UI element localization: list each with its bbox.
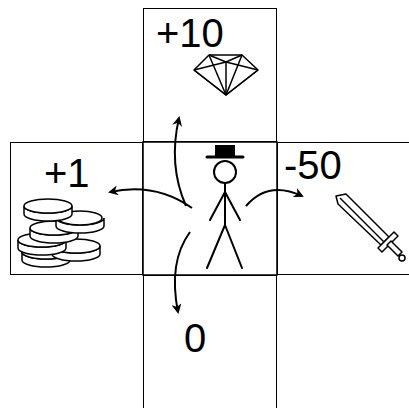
reward-value: +10 bbox=[156, 13, 224, 53]
hat-crown bbox=[216, 146, 234, 156]
action-arrows bbox=[110, 118, 302, 312]
reward-value: -50 bbox=[284, 145, 342, 185]
body bbox=[224, 183, 226, 225]
gem-facet bbox=[226, 55, 242, 95]
gem-facet bbox=[225, 62, 227, 95]
action-arrow bbox=[246, 190, 302, 206]
grid-cell: 0 bbox=[143, 275, 277, 408]
hat-brim bbox=[207, 156, 243, 159]
coin-stack bbox=[18, 199, 104, 267]
leg bbox=[225, 225, 242, 268]
action-arrow bbox=[110, 189, 192, 208]
reward-value: 0 bbox=[184, 318, 206, 358]
arm bbox=[210, 192, 225, 220]
grid-cell: -50 bbox=[277, 142, 409, 275]
sword-edge bbox=[340, 198, 384, 242]
grid-cell: +10 bbox=[143, 8, 277, 142]
grid-cell: +1 bbox=[10, 142, 143, 275]
action-arrow bbox=[175, 118, 186, 206]
center-cell bbox=[143, 142, 277, 275]
arm bbox=[225, 192, 240, 220]
action-arrow bbox=[175, 232, 190, 312]
sword-grip bbox=[387, 241, 402, 256]
sword-blade bbox=[336, 194, 389, 245]
reward-value: +1 bbox=[44, 153, 90, 193]
head bbox=[214, 161, 236, 183]
leg bbox=[207, 225, 225, 268]
gem-facet bbox=[209, 55, 242, 62]
coin bbox=[24, 199, 72, 213]
diamond-gem bbox=[194, 55, 258, 95]
gem-facet bbox=[209, 55, 226, 95]
gem-outline bbox=[194, 55, 258, 95]
sword-pommel bbox=[399, 255, 405, 261]
stick-figure bbox=[207, 146, 243, 268]
sword bbox=[336, 194, 405, 261]
